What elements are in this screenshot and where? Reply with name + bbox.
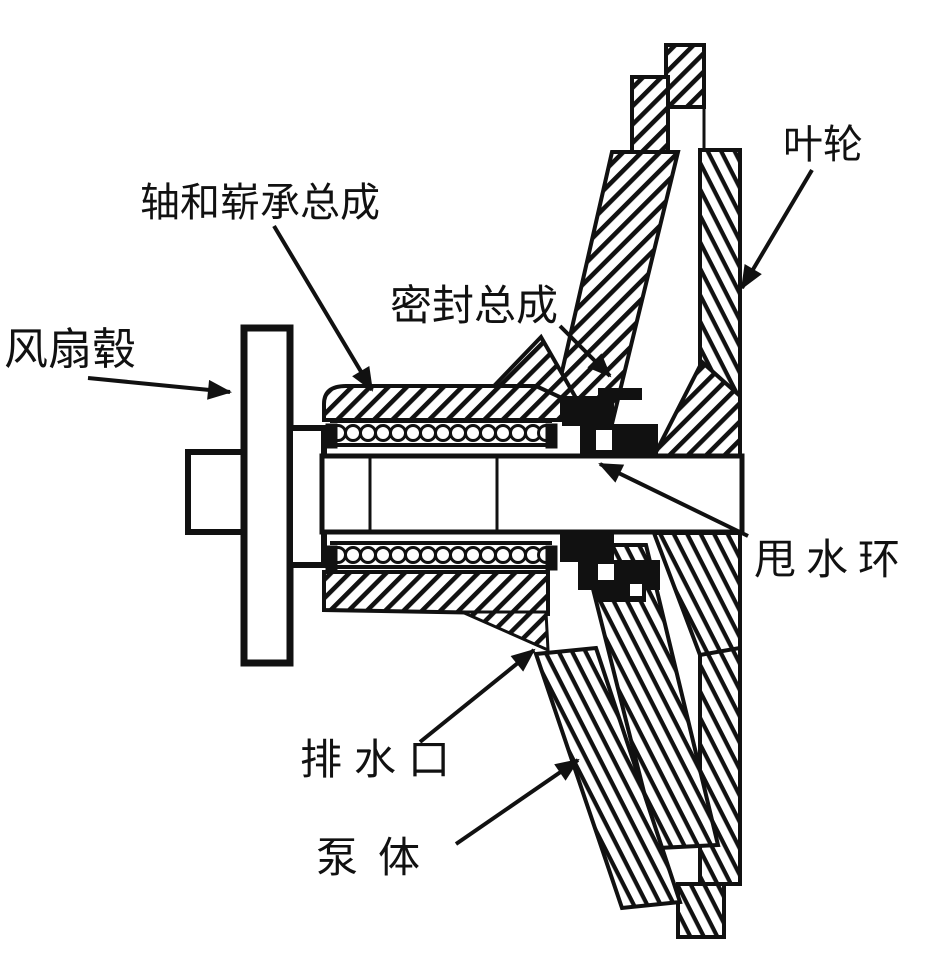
pump-body-leader-arrow [454,758,580,846]
seal-upper-notch [596,430,612,450]
label-seal-assembly: 密封总成 [390,283,558,330]
impeller-top-tab [664,43,706,109]
seal-upper-block-b [580,424,658,456]
seal-lower-block-a [560,532,614,562]
seal-lower-block-b [578,560,660,590]
pump-shaft [319,453,745,535]
impeller-section [553,43,742,939]
impeller-vane-band [579,543,721,851]
upper-bearing-cap-right [545,423,558,449]
housing-lower-slab [322,570,550,617]
seal-upper-block-c [598,388,642,400]
stub-shaft [185,449,247,535]
housing-upper-slab [322,384,564,422]
fan-hub-plate [240,324,294,667]
seal-upper-slit [628,400,638,414]
leader-lines [87,168,814,846]
impeller-bottom-flange [676,882,726,939]
bearing-rows [325,419,558,571]
fan-hub-leader-arrow [87,376,232,400]
shaft-bearing-leader-arrow [272,224,374,392]
seal-upper-block-a [562,396,614,426]
drain-leader-arrow [418,648,536,744]
upper-bearing-cap-left [325,423,338,449]
label-shaft-bearing-assembly: 轴和崭承总成 [140,180,380,225]
fan-hub-boss [287,425,327,568]
labels: 轴和崭承总成 密封总成 叶轮 风扇毂 甩水环 排水口 泵体 [4,122,910,882]
seal-leader-arrow [558,324,612,378]
housing-drain-taper [461,610,550,653]
pump-body-section [533,645,683,911]
fan-hub-section [185,324,327,667]
seal-lower-slit [630,584,642,596]
shaft-section [319,453,745,535]
pump-body-wall [533,645,683,911]
label-drain-port: 排水口 [300,738,462,784]
upper-bearing-balls [329,424,555,442]
shaft-sleeve-lines [368,456,499,532]
impeller-leader-arrow [740,168,814,290]
seal-lower-notch [598,564,614,580]
lower-bearing-balls [329,546,555,564]
label-pump-body: 泵体 [316,836,440,882]
lower-bearing-cap-left [325,545,338,571]
label-slinger-ring: 甩水环 [754,538,910,584]
upper-bearing-races [330,419,552,447]
label-impeller: 叶轮 [783,122,863,167]
impeller-top-step [630,75,670,155]
lower-bearing-cap-right [545,545,558,571]
lower-bearing-races [330,541,552,569]
slinger-leader-arrow [598,462,749,538]
seal-assembly-section [560,388,660,602]
label-fan-hub: 风扇毂 [4,325,136,374]
